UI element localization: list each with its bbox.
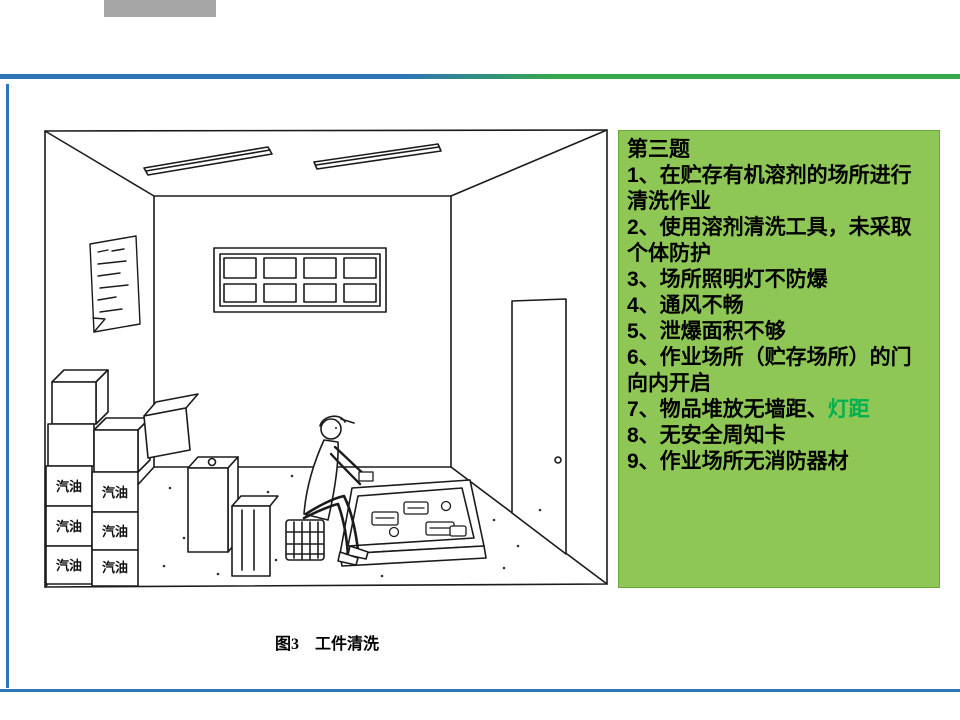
panel-item-text: 3、场所照明灯不防爆 xyxy=(627,268,828,291)
panel-item-text: 6、作业场所（贮存场所）的门向内开启 xyxy=(627,346,912,395)
gasoline-label: 汽油 xyxy=(102,485,128,500)
top-accent-line xyxy=(0,74,960,79)
gasoline-label: 汽油 xyxy=(102,524,128,539)
panel-item-text: 9、作业场所无消防器材 xyxy=(627,450,849,473)
workshop-illustration: 汽油 汽油 汽油 汽油 汽油 汽油 xyxy=(44,129,608,588)
panel-title: 第三题 xyxy=(627,138,690,161)
panel-item: 4、通风不畅 xyxy=(627,293,931,319)
panel-item-text: 8、无安全周知卡 xyxy=(627,424,786,447)
answer-panel: 第三题 1、在贮存有机溶剂的场所进行清洗作业 2、使用溶剂清洗工具，未采取个体防… xyxy=(618,130,940,588)
panel-item: 6、作业场所（贮存场所）的门向内开启 xyxy=(627,345,931,397)
window xyxy=(213,247,387,313)
panel-item: 3、场所照明灯不防爆 xyxy=(627,267,931,293)
panel-item: 2、使用溶剂清洗工具，未采取个体防护 xyxy=(627,215,931,267)
top-gray-bar xyxy=(104,0,216,17)
panel-item-text: 7、物品堆放无墙距、 xyxy=(627,398,828,421)
ceiling-lights xyxy=(143,143,442,176)
panel-item: 9、作业场所无消防器材 xyxy=(627,449,931,475)
highlight-text: 灯距 xyxy=(827,398,870,421)
worker-figure xyxy=(302,415,374,566)
left-accent-line xyxy=(6,84,9,688)
gasoline-labels: 汽油 汽油 汽油 汽油 汽油 汽油 xyxy=(56,479,128,575)
panel-item: 1、在贮存有机溶剂的场所进行清洗作业 xyxy=(627,163,931,215)
panel-item: 5、泄爆面积不够 xyxy=(627,319,931,345)
gasoline-label: 汽油 xyxy=(56,479,82,494)
panel-item-text: 5、泄爆面积不够 xyxy=(627,320,786,343)
panel-item: 7、物品堆放无墙距、灯距 xyxy=(627,397,931,423)
gasoline-label: 汽油 xyxy=(56,519,82,534)
panel-item: 8、无安全周知卡 xyxy=(627,423,931,449)
workpieces xyxy=(371,500,467,538)
panel-item-text: 4、通风不畅 xyxy=(627,294,744,317)
wall-poster xyxy=(89,235,141,333)
door xyxy=(511,298,567,555)
bottom-accent-line xyxy=(0,689,960,692)
stool xyxy=(285,519,325,561)
gasoline-label: 汽油 xyxy=(102,560,128,575)
gasoline-label: 汽油 xyxy=(56,558,82,573)
panel-item-text: 1、在贮存有机溶剂的场所进行清洗作业 xyxy=(627,164,912,213)
figure-caption: 图3 工件清洗 xyxy=(274,636,379,653)
panel-item-text: 2、使用溶剂清洗工具，未采取个体防护 xyxy=(627,216,912,265)
gasoline-box-stack xyxy=(45,369,199,587)
solvent-cans xyxy=(187,456,279,577)
